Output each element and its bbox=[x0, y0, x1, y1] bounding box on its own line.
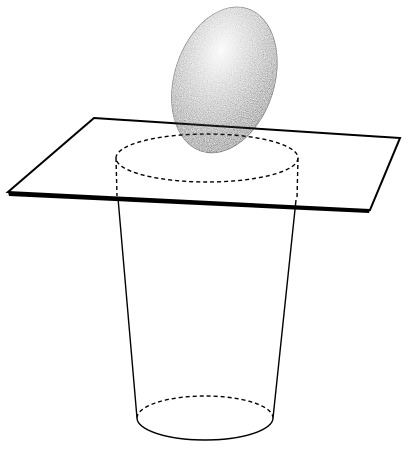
egg-icon bbox=[154, 0, 295, 167]
glass-icon bbox=[116, 134, 298, 440]
glass-bottom-front bbox=[137, 418, 273, 440]
egg-body bbox=[154, 0, 295, 167]
card-front-edge bbox=[8, 192, 370, 213]
glass-right-wall-hidden bbox=[297, 158, 298, 198]
glass-bottom-back bbox=[137, 396, 273, 418]
glass-left-wall bbox=[118, 198, 137, 418]
glass-right-wall bbox=[273, 200, 296, 418]
glass-left-wall-hidden bbox=[116, 158, 117, 196]
